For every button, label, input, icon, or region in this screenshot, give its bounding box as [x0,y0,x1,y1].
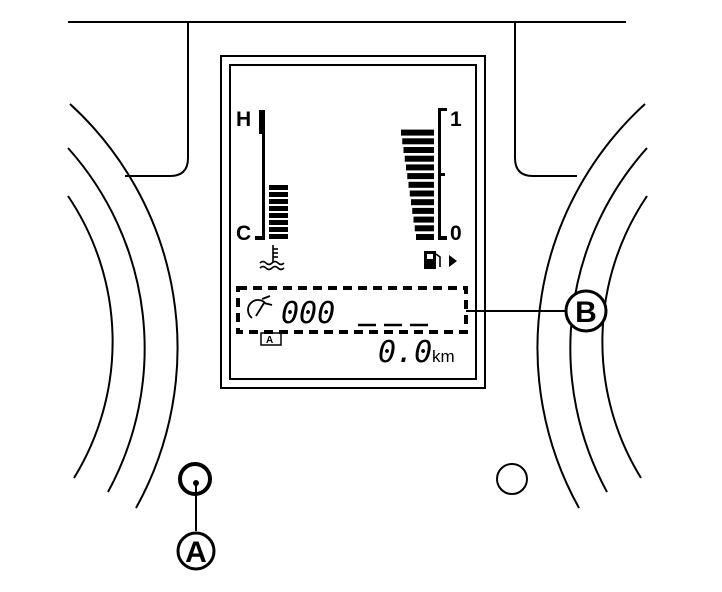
fuel-level-segment [407,173,434,180]
temp-level-segment [269,227,288,232]
fuel-level-segment [409,190,434,197]
mode-indicator-label: A [266,335,273,346]
temp-scale-bottom-mark [255,236,265,240]
fuel-scale-bottom-mark [438,236,447,240]
temp-level-segment [269,213,288,218]
left-gauge-rim [67,103,179,509]
coolant-temperature-icon [259,245,285,271]
fuel-scale-mid-mark [438,173,445,176]
right-hood-tab [514,22,577,177]
fuel-level-segment [404,155,434,162]
fuel-level-segment [414,225,434,232]
temp-level-segment [269,192,288,197]
fuel-level-segment [416,234,434,240]
fuel-level-segment [411,199,434,206]
odometer-digits: 000 [281,296,335,331]
fuel-empty-label: 0 [450,222,462,245]
temp-level-bars [269,185,288,239]
temp-scale-line [262,110,265,240]
temperature-gauge: H C [236,108,288,271]
fuel-level-segment [408,181,434,188]
temp-level-segment [269,199,288,204]
temp-high-label: H [236,108,251,131]
fuel-full-label: 1 [450,108,462,131]
trip-unit: km [432,347,455,366]
callout-a-label: A [185,536,207,569]
temp-low-label: C [236,222,251,245]
fuel-level-segment [401,129,434,136]
fuel-level-bars [401,129,434,240]
temp-level-segment [269,220,288,225]
temp-level-segment [269,185,288,190]
trip-value: 0.0 [378,335,432,370]
temp-level-segment [269,206,288,211]
right-button[interactable] [496,463,528,495]
mode-indicator-box [260,332,282,346]
speedometer-icon [247,295,273,319]
fuel-level-segment [413,216,434,223]
display-area-b-outline [236,286,468,334]
temp-level-segment [269,234,288,239]
fuel-scale-top-mark [438,108,447,111]
fuel-level-segment [406,164,434,171]
fuel-gauge: 1 0 [401,108,462,269]
left-hood-tab [125,22,189,177]
fuel-level-segment [403,147,434,153]
fuel-level-segment [402,138,434,145]
callout-b-label: B [575,296,597,329]
callout-b-circle [564,289,608,333]
fuel-level-segment [412,207,434,214]
callout-a-circle [176,531,216,571]
fuel-pump-icon [424,251,457,269]
